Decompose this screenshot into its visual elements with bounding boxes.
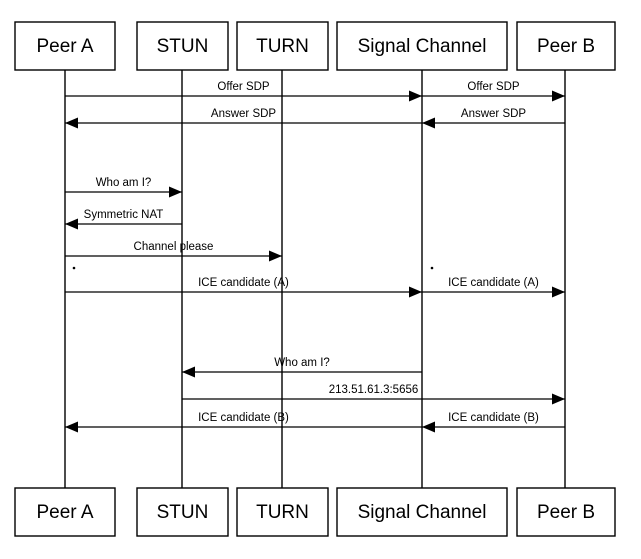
message-ice-b-b-to-signal: ICE candidate (B) [422,412,565,433]
actor-top-peer-b[interactable]: Peer B [516,21,616,71]
arrow-head-ice-b-signal-to-a [65,421,78,433]
arrow-head-answer-sdp-signal-to-a [65,117,78,129]
actor-top-signal-channel[interactable]: Signal Channel [336,21,508,71]
message-offer-sdp-a-to-signal: Offer SDP [65,81,422,102]
arrow-head-offer-sdp-a-to-signal [409,90,422,102]
arrow-head-ice-a-a-to-signal [409,286,422,298]
actor-label-peer-b: Peer B [537,36,595,57]
stray-dot-left [72,266,76,270]
arrow-head-who-am-i-signal-to-stun [182,366,195,378]
actor-box-stun [136,21,229,71]
message-answer-sdp-b-to-signal: Answer SDP [422,108,565,129]
actor-top-turn[interactable]: TURN [236,21,329,71]
message-stun-address: 213.51.61.3:5656 [182,384,565,405]
message-label-channel-please: Channel please [134,241,214,253]
message-label-symmetric-nat: Symmetric NAT [84,209,164,221]
actor-top-stun[interactable]: STUN [136,21,229,71]
actor-box-peer-a [14,487,116,537]
arrow-head-who-am-i-a-to-stun [169,186,182,198]
message-who-am-i-signal-to-stun: Who am I? [182,357,422,378]
actor-box-signal-channel [336,21,508,71]
messages-layer: Offer SDP Offer SDP Answer SDP Answer SDP Wh… [65,81,565,433]
message-channel-please: Channel please [65,241,282,262]
actor-label-stun: STUN [157,36,209,57]
actor-label-stun: STUN [157,502,209,523]
actor-label-turn: TURN [256,502,309,523]
message-label-who-am-i-signal-to-stun: Who am I? [274,357,330,369]
actor-box-signal-channel [336,487,508,537]
actor-box-peer-b [516,487,616,537]
stray-dot-right [430,266,434,270]
actor-box-turn [236,487,329,537]
actor-bottom-turn[interactable]: TURN [236,487,329,537]
message-label-ice-a-a-to-signal: ICE candidate (A) [198,277,289,289]
message-ice-a-a-to-signal: ICE candidate (A) [65,277,422,298]
arrow-head-ice-a-signal-to-b [552,286,565,298]
message-label-stun-address: 213.51.61.3:5656 [329,384,419,396]
message-answer-sdp-signal-to-a: Answer SDP [65,108,422,129]
message-who-am-i-a-to-stun: Who am I? [65,177,182,198]
message-label-ice-b-b-to-signal: ICE candidate (B) [448,412,539,424]
message-label-offer-sdp-signal-to-b: Offer SDP [467,81,520,93]
actor-label-peer-a: Peer A [36,36,93,57]
actor-label-signal-channel: Signal Channel [358,36,487,57]
actor-box-stun [136,487,229,537]
actor-box-peer-b [516,21,616,71]
message-label-ice-b-signal-to-a: ICE candidate (B) [198,412,289,424]
message-ice-b-signal-to-a: ICE candidate (B) [65,412,422,433]
actor-bottom-signal-channel[interactable]: Signal Channel [336,487,508,537]
arrow-head-stun-address [552,393,565,405]
arrow-head-symmetric-nat [65,218,78,230]
message-offer-sdp-signal-to-b: Offer SDP [422,81,565,102]
message-symmetric-nat: Symmetric NAT [65,209,182,230]
message-label-answer-sdp-signal-to-a: Answer SDP [211,108,277,120]
message-label-who-am-i-a-to-stun: Who am I? [96,177,152,189]
actor-bottom-stun[interactable]: STUN [136,487,229,537]
message-label-ice-a-signal-to-b: ICE candidate (A) [448,277,539,289]
stray-marks-layer [72,266,434,270]
actor-label-peer-a: Peer A [36,502,93,523]
actor-label-turn: TURN [256,36,309,57]
actor-label-peer-b: Peer B [537,502,595,523]
arrow-head-offer-sdp-signal-to-b [552,90,565,102]
message-label-offer-sdp-a-to-signal: Offer SDP [217,81,270,93]
arrow-head-ice-b-b-to-signal [422,421,435,433]
actor-bottom-peer-a[interactable]: Peer A [14,487,116,537]
arrow-head-answer-sdp-b-to-signal [422,117,435,129]
actor-bottom-peer-b[interactable]: Peer B [516,487,616,537]
actor-top-peer-a[interactable]: Peer A [14,21,116,71]
message-label-answer-sdp-b-to-signal: Answer SDP [461,108,527,120]
arrow-head-channel-please [269,250,282,262]
message-ice-a-signal-to-b: ICE candidate (A) [422,277,565,298]
actor-label-signal-channel: Signal Channel [358,502,487,523]
actor-box-peer-a [14,21,116,71]
lifelines-layer [64,70,566,488]
actor-box-turn [236,21,329,71]
